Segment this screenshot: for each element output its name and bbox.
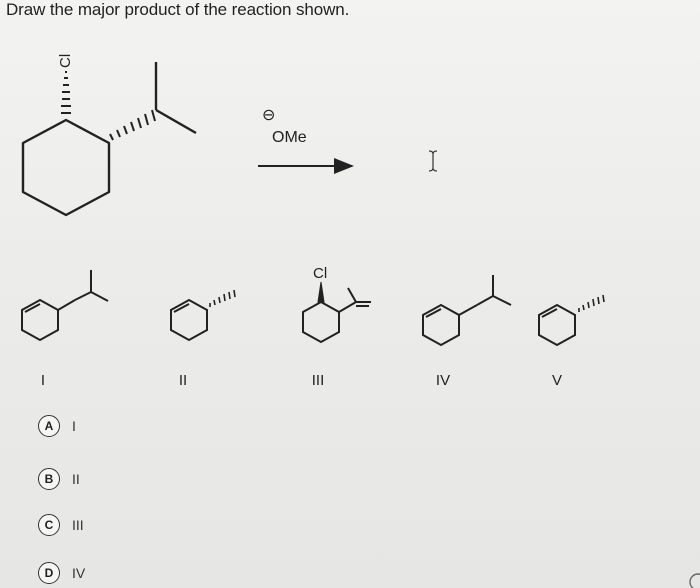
product-v-label: V (551, 372, 563, 389)
product-ii-label: II (178, 372, 188, 389)
option-d-radio[interactable]: D (38, 562, 60, 584)
product-i-label: I (40, 372, 46, 389)
question-text: Draw the major product of the reaction s… (6, 0, 350, 19)
reactant-isopropyl-hashed-wedge (109, 109, 156, 141)
product-iii-cl-label: Cl (313, 265, 327, 282)
option-b[interactable]: B II (38, 466, 80, 492)
option-b-label: II (72, 471, 80, 487)
product-i-molecule (21, 270, 109, 342)
product-iv-label: IV (435, 372, 451, 389)
text-cursor-icon (428, 150, 438, 172)
reactant-isopropyl-methyl-right (155, 108, 197, 135)
product-ii-molecule (170, 289, 236, 342)
option-a[interactable]: A I (38, 413, 76, 439)
product-iii-label: III (311, 372, 325, 389)
reagent-charge: ⊖ (262, 105, 275, 124)
reactant-cl-label: Cl (57, 54, 74, 68)
reagent-name: OMe (272, 129, 307, 146)
partial-edge-icon (689, 573, 700, 588)
option-a-label: I (72, 418, 76, 434)
option-c-label: III (72, 517, 84, 533)
product-iii-molecule (302, 281, 371, 344)
reaction-drawing: Cl ⊖ OMe Cl (21, 54, 605, 347)
reactant-cl-hashed-wedge (61, 71, 71, 114)
option-d[interactable]: D IV (38, 560, 85, 586)
product-v-molecule (538, 294, 605, 347)
option-b-radio[interactable]: B (38, 468, 60, 490)
reactant-cyclohexane-ring (21, 118, 111, 217)
reactant-molecule (21, 62, 197, 217)
option-c[interactable]: C III (38, 512, 84, 538)
option-d-label: IV (72, 565, 86, 581)
option-c-radio[interactable]: C (38, 514, 60, 536)
product-iv-molecule (422, 275, 512, 347)
option-a-radio[interactable]: A (38, 415, 60, 437)
